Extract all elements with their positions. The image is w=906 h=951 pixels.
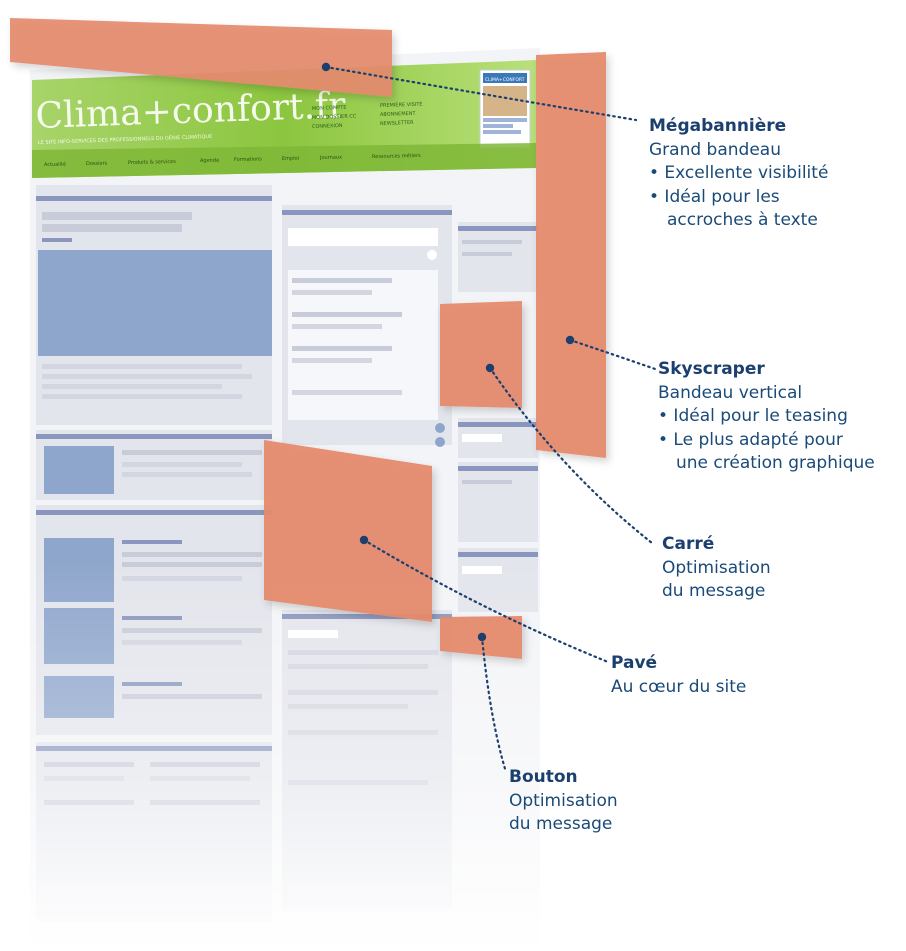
callout-title-bouton: Bouton <box>509 767 578 787</box>
header-link-mon-dossier[interactable]: MON DOSSIER CC <box>312 113 357 121</box>
nav-item-formations[interactable]: Formations <box>234 156 262 163</box>
anchor-carre <box>485 363 495 373</box>
callout-line: • Excellente visibilité <box>649 163 829 183</box>
callout-line: du message <box>662 581 766 601</box>
nav-item-journaux[interactable]: Journaux <box>319 155 342 161</box>
nav-item-actualite[interactable]: Actualité <box>44 161 66 168</box>
header-link-premiere-visite[interactable]: PREMIÈRE VISITE <box>380 100 423 109</box>
leader-skyscraper <box>568 338 660 372</box>
leader-bouton <box>480 635 508 774</box>
callout-line: • Idéal pour les <box>649 186 780 207</box>
anchor-bouton <box>477 632 487 642</box>
skyscraper-ad <box>536 52 606 458</box>
callout-line: Optimisation <box>509 790 618 811</box>
magazine-cover: CLIMA+CONFORT <box>479 69 531 149</box>
callout-carre: Carré Optimisation du message <box>662 533 771 604</box>
callout-pave: Pavé Au cœur du site <box>611 652 746 699</box>
site-nav-bar <box>32 143 536 178</box>
anchor-megabanniere <box>321 62 331 72</box>
header-links: MON COMPTE MON DOSSIER CC CONNEXION PREM… <box>312 100 423 130</box>
callout-line: • Idéal pour le teasing <box>658 406 848 426</box>
anchor-pave <box>359 535 369 545</box>
leader-megabanniere <box>324 65 638 122</box>
leader-pave <box>362 538 610 664</box>
callout-line: • Le plus adapté pour <box>658 429 843 450</box>
nav-item-produits[interactable]: Produits & services <box>128 159 176 166</box>
callout-line: du message <box>509 814 613 834</box>
callout-line: Bandeau vertical <box>658 382 803 403</box>
callout-line: une création graphique <box>676 453 875 473</box>
callout-line: Au cœur du site <box>611 676 747 697</box>
leader-carre <box>488 366 654 545</box>
callout-megabanniere: Mégabannière Grand bandeau • Excellente … <box>649 115 828 233</box>
callout-title-pave: Pavé <box>611 653 658 673</box>
header-link-connexion[interactable]: CONNEXION <box>312 123 343 130</box>
nav-item-agenda[interactable]: Agenda <box>200 158 219 164</box>
megabanniere-ad <box>10 18 392 97</box>
callout-title-carre: Carré <box>662 534 715 554</box>
pave-ad <box>264 440 432 622</box>
magazine-title: CLIMA+CONFORT <box>485 77 525 83</box>
header-link-mon-compte[interactable]: MON COMPTE <box>312 105 347 112</box>
leader-anchors <box>321 62 575 642</box>
callout-title-megabanniere: Mégabannière <box>649 116 787 136</box>
nav-item-emploi[interactable]: Emploi <box>282 156 299 162</box>
anchor-skyscraper <box>565 335 575 345</box>
callout-bouton: Bouton Optimisation du message <box>509 766 618 837</box>
header-link-abonnement[interactable]: ABONNEMENT <box>380 111 417 118</box>
callout-title-skyscraper: Skyscraper <box>658 359 765 379</box>
callout-skyscraper: Skyscraper Bandeau vertical • Idéal pour… <box>658 358 875 476</box>
main-photo <box>38 250 272 356</box>
ad-placements <box>10 18 606 659</box>
carre-ad <box>440 301 522 408</box>
nav-item-ressources[interactable]: Ressources métiers <box>372 152 421 160</box>
nav-item-dossiers[interactable]: Dossiers <box>86 161 108 167</box>
callout-line: accroches à texte <box>667 210 818 230</box>
leader-lines <box>324 65 660 774</box>
callout-line: Grand bandeau <box>649 139 781 160</box>
callout-line: Optimisation <box>662 557 771 578</box>
header-link-newsletter[interactable]: NEWSLETTER <box>380 120 414 127</box>
site-nav: Actualité Dossiers Produits & services A… <box>44 152 421 168</box>
